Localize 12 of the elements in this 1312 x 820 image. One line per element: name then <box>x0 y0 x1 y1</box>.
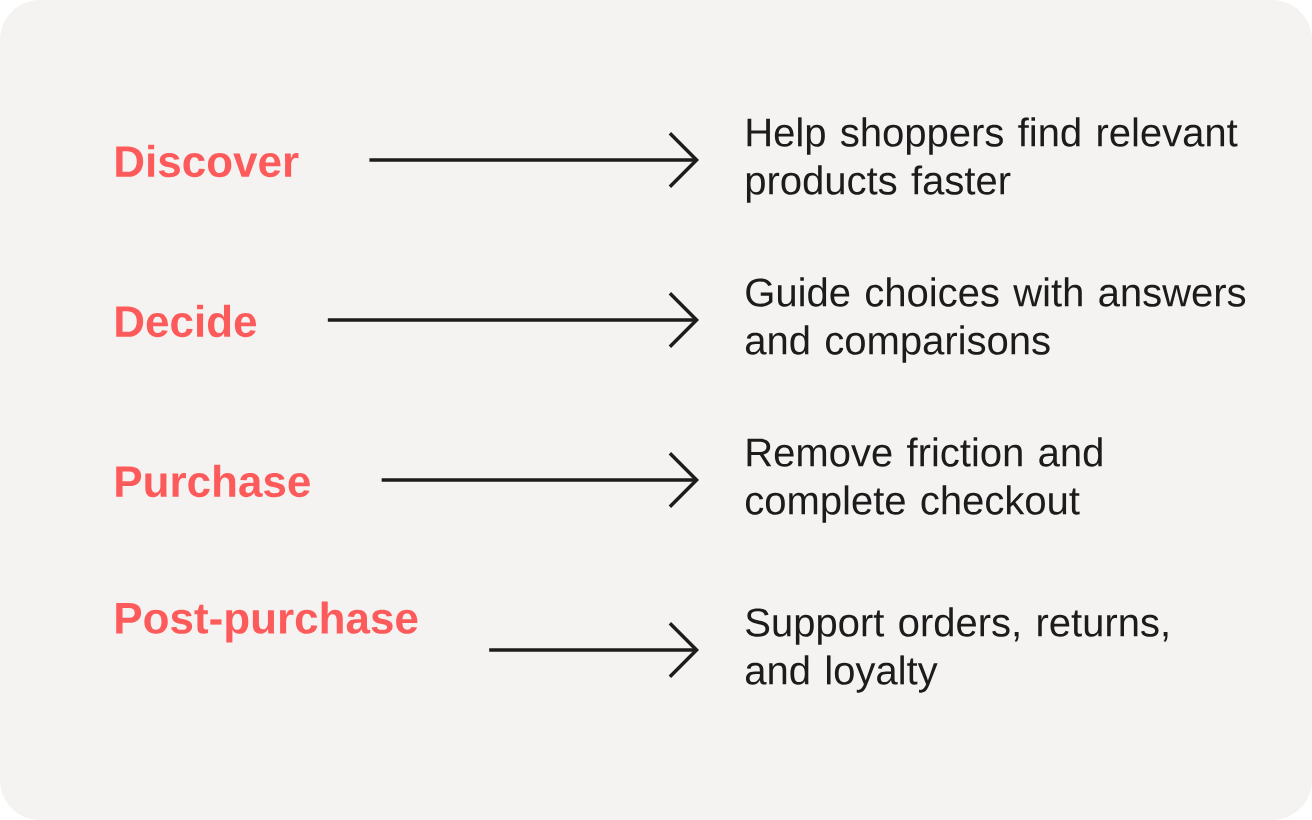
arrow <box>489 622 699 678</box>
description-text: Help shoppers find relevant products faster <box>746 117 1238 203</box>
stage-label: Decide <box>116 304 257 338</box>
stage-label: Purchase <box>116 464 310 498</box>
description-text: Remove friction and complete checkout <box>745 437 1102 523</box>
arrow <box>327 292 699 348</box>
stage-label: Post-purchase <box>116 601 418 643</box>
arrow <box>381 452 699 508</box>
stage-label: Discover <box>116 144 299 178</box>
arrow <box>369 132 699 188</box>
description-text: Guide choices with answers and comparisons <box>745 277 1246 363</box>
description-text: Support orders, returns, and loyalty <box>745 607 1168 693</box>
